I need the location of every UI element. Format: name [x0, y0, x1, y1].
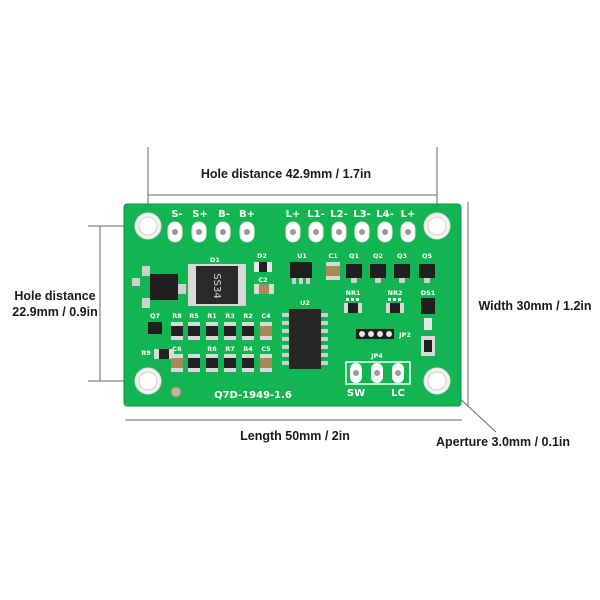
model-text: Q7D-1949-1.6: [214, 390, 292, 401]
dim-bottom-label: Length 50mm / 2in: [240, 429, 350, 443]
dim-top-label: Hole distance 42.9mm / 1.7in: [201, 167, 371, 181]
dim-right-label: Width 30mm / 1.2in: [478, 299, 591, 313]
pin-label: L+: [286, 209, 301, 220]
pin-label: L1-: [307, 209, 324, 220]
top-row-parts: C1 Q1 Q2 Q3 Q5: [326, 252, 435, 283]
c2-label: C2: [258, 276, 267, 284]
pin-label: L+: [401, 209, 416, 220]
pin-label: B-: [218, 209, 230, 220]
mounting-holes: [134, 212, 451, 398]
u1-label: U1: [297, 252, 307, 260]
mid-parts: NR1 NR2 DS1: [344, 289, 436, 356]
diode-d1: D1 SS34: [188, 256, 246, 306]
diode-marking: SS34: [211, 273, 222, 298]
dimension-lines: [88, 147, 497, 433]
dim-aperture-label: Aperture 3.0mm / 0.1in: [436, 435, 570, 449]
part-label: Q2: [373, 252, 383, 260]
pin-label: L4-: [376, 209, 393, 220]
row1-parts: Q7 R8 R5 R1 R3 R2 C4: [148, 312, 272, 340]
pin-label: B+: [239, 209, 255, 220]
jp4-label: JP4: [370, 352, 383, 360]
dim-left-label-2: 22.9mm / 0.9in: [12, 305, 97, 319]
ic-label: U2: [300, 299, 310, 307]
part-label: C4: [261, 312, 271, 320]
part-label: Q5: [422, 252, 433, 260]
part-label: R9: [141, 349, 151, 357]
ic-u2: U2: [282, 299, 328, 369]
part-label: Q3: [397, 252, 407, 260]
sw-label: SW: [347, 388, 365, 399]
part-label: R4: [243, 345, 253, 353]
pin-label: S+: [192, 209, 208, 220]
row2-parts: R9 C6 R6 R7 R4 C5: [141, 345, 272, 372]
small-parts-top: D2 C2 U1: [254, 252, 312, 294]
header-jp4: JP4 SW LC: [345, 352, 411, 399]
pin-label: L2-: [330, 209, 347, 220]
jumper-jp2: JP2: [356, 329, 411, 339]
part-label: C1: [328, 252, 338, 260]
pin-labels: S- S+ B- B+ L+ L1- L2- L3- L4- L+: [171, 209, 415, 220]
part-label: R5: [189, 312, 199, 320]
lc-label: LC: [391, 388, 405, 399]
transistor-q6: [132, 266, 186, 308]
part-label: C6: [172, 345, 182, 353]
part-label: R7: [225, 345, 235, 353]
part-label: C5: [261, 345, 271, 353]
dim-left-label-1: Hole distance: [14, 289, 95, 303]
jp2-label: JP2: [398, 331, 411, 339]
solder-pads: [167, 221, 416, 243]
part-label: R2: [243, 312, 253, 320]
part-label: R8: [172, 312, 182, 320]
pin-label: L3-: [353, 209, 370, 220]
part-label: Q7: [150, 312, 160, 320]
part-label: R3: [225, 312, 235, 320]
pin-label: S-: [171, 209, 182, 220]
part-label: R6: [207, 345, 217, 353]
part-label: NR1: [346, 289, 361, 297]
d2-label: D2: [257, 252, 267, 260]
part-label: NR2: [388, 289, 403, 297]
part-label: Q1: [349, 252, 360, 260]
diode-label: D1: [210, 256, 220, 264]
part-label: R1: [207, 312, 217, 320]
part-label: DS1: [421, 289, 436, 297]
